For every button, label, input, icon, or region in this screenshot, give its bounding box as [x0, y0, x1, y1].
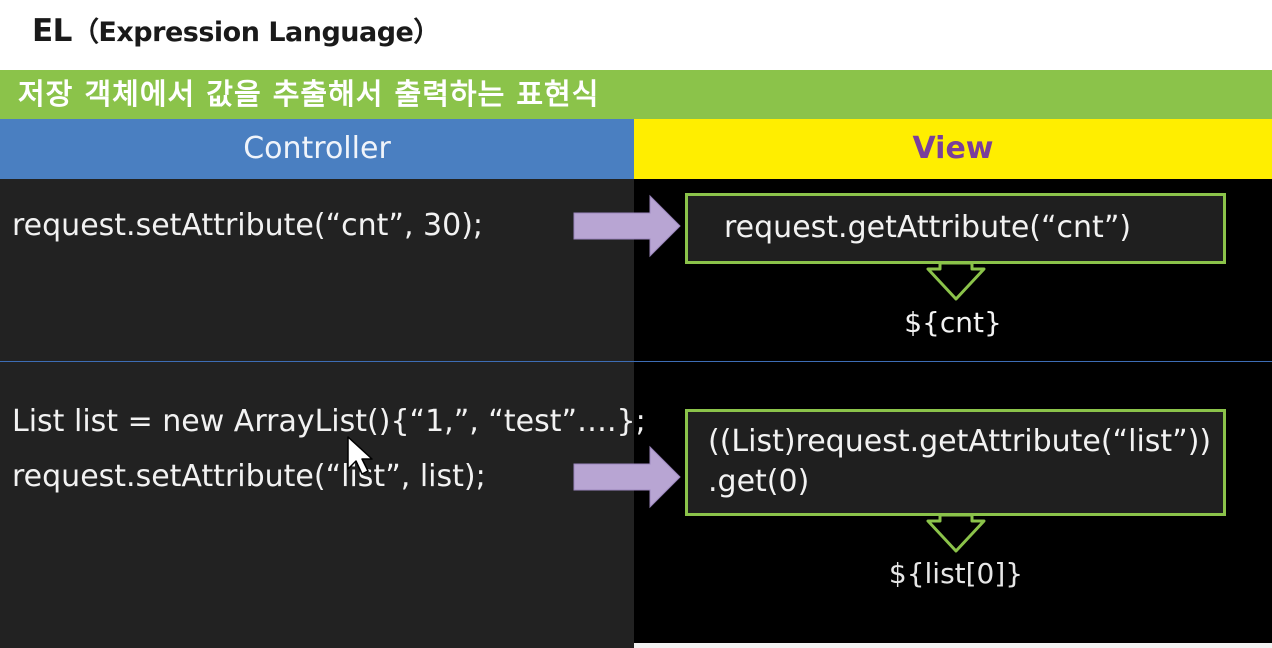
right-arrow-icon	[573, 194, 681, 258]
controller-code-line: request.setAttribute(“list”, list);	[12, 459, 486, 494]
down-arrow-icon	[926, 261, 986, 301]
view-column-header: View	[634, 119, 1272, 179]
slide-title-main: EL	[32, 13, 72, 49]
el-expression: ${cnt}	[904, 306, 1002, 339]
right-arrow-icon	[573, 445, 681, 509]
view-box-line: ((List)request.getAttribute(“list”))	[708, 424, 1212, 459]
view-box-line: .get(0)	[708, 464, 810, 499]
controller-column-header: Controller	[0, 119, 634, 179]
mouse-cursor-icon	[347, 436, 373, 475]
controller-panel	[0, 179, 634, 648]
view-getattribute-box: request.getAttribute(“cnt”)	[685, 193, 1226, 264]
view-box-line: request.getAttribute(“cnt”)	[724, 210, 1132, 245]
slide-title-sub: （Expression Language）	[71, 17, 440, 48]
slide-title: EL（Expression Language）	[32, 8, 440, 58]
bottom-strip	[634, 643, 1272, 648]
controller-code-line: List list = new ArrayList(){“1,”, “test”…	[12, 404, 646, 439]
slide-banner: 저장 객체에서 값을 추출해서 출력하는 표현식	[0, 70, 1272, 119]
el-expression: ${list[0]}	[888, 557, 1024, 590]
controller-code-line: request.setAttribute(“cnt”, 30);	[12, 208, 484, 243]
banner-text: 저장 객체에서 값을 추출해서 출력하는 표현식	[18, 77, 600, 111]
view-getattribute-box: ((List)request.getAttribute(“list”)) .ge…	[685, 409, 1226, 516]
row-divider	[0, 361, 1272, 362]
down-arrow-icon	[926, 513, 986, 553]
